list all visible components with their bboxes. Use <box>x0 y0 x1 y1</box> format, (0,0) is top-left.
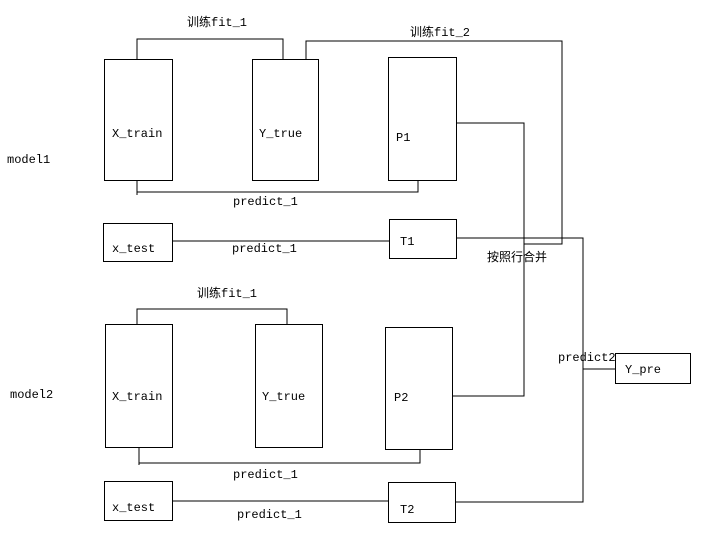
box-x-train-model1-label: X_train <box>112 127 163 141</box>
line-fit1-model1 <box>136 38 284 63</box>
line-t1-t2-merge <box>456 237 584 503</box>
box-x-test-model1-label: x_test <box>112 242 156 256</box>
box-t2-label: T2 <box>400 503 415 517</box>
box-p1-label: P1 <box>396 131 411 145</box>
label-fit2: 训练fit_2 <box>410 26 471 40</box>
label-predict1-model1-bottom: predict_1 <box>232 242 297 256</box>
label-predict1-model1-top: predict_1 <box>233 195 298 209</box>
box-p1: P1 <box>388 57 457 181</box>
box-x-test-model2: x_test <box>104 481 173 521</box>
box-t2: T2 <box>388 482 456 523</box>
line-p1-p2-merge <box>453 122 525 397</box>
label-predict1-model2-top: predict_1 <box>233 468 298 482</box>
box-y-true-model1: Y_true <box>252 59 319 181</box>
box-t1: T1 <box>389 219 457 259</box>
box-x-train-model1: X_train <box>104 59 173 181</box>
box-y-true-model2-label: Y_true <box>262 390 306 404</box>
label-merge-by-rows: 按照行合并 <box>487 251 548 265</box>
box-t1-label: T1 <box>400 235 415 249</box>
label-model1: model1 <box>7 153 51 167</box>
box-p2-label: P2 <box>394 391 409 405</box>
box-x-train-model2: X_train <box>105 324 173 448</box>
line-predict1-model1 <box>137 181 419 193</box>
box-p2: P2 <box>385 327 453 450</box>
line-fit2 <box>305 40 563 245</box>
line-fit1-model2 <box>136 308 288 333</box>
box-x-test-model1: x_test <box>103 223 173 262</box>
line-predict1-model2 <box>139 450 421 464</box>
label-predict1-model2-bottom: predict_1 <box>237 508 302 522</box>
box-y-pre-label: Y_pre <box>625 363 662 377</box>
box-y-true-model1-label: Y_true <box>259 127 303 141</box>
label-fit1-model1: 训练fit_1 <box>187 16 248 30</box>
box-x-train-model2-label: X_train <box>112 390 163 404</box>
box-x-test-model2-label: x_test <box>112 501 156 515</box>
label-predict2: predict2 <box>558 351 616 365</box>
box-y-pre: Y_pre <box>615 353 691 384</box>
label-model2: model2 <box>10 388 54 402</box>
label-fit1-model2: 训练fit_1 <box>197 287 258 301</box>
box-y-true-model2: Y_true <box>255 324 323 448</box>
